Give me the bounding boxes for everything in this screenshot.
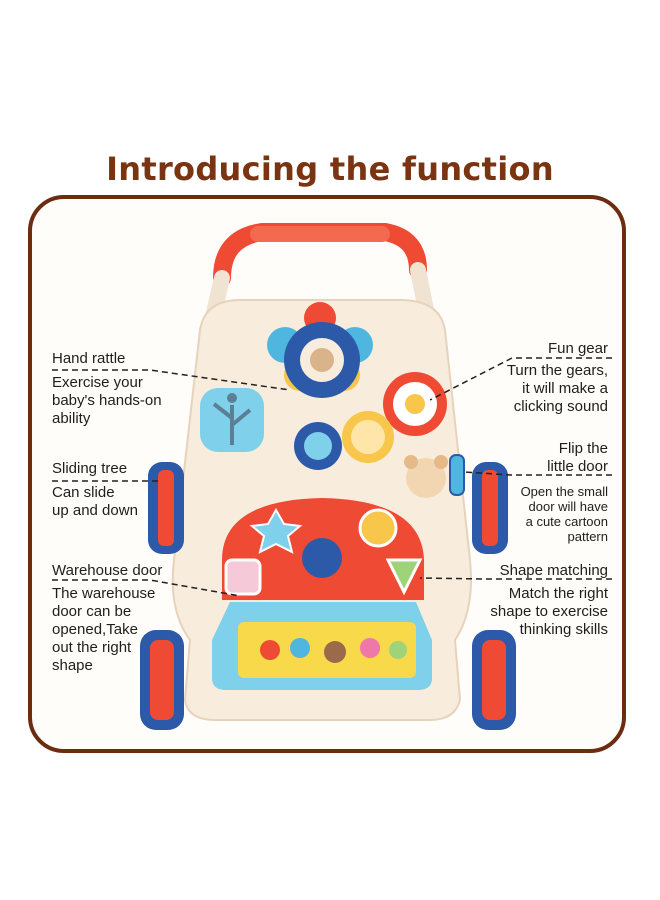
label-hand-rattle: Hand rattle bbox=[52, 350, 126, 367]
shape-sorter-toy bbox=[222, 498, 424, 600]
label-shape-matching: Shape matching bbox=[499, 562, 608, 579]
desc-sliding-tree: Can slide up and down bbox=[52, 484, 138, 519]
desc-hand-rattle: Exercise your baby's hands-on ability bbox=[52, 374, 162, 427]
desc-warehouse-door: The warehouse door can be opened,Take ou… bbox=[52, 585, 156, 674]
page-title: Introducing the function bbox=[106, 150, 554, 188]
flip-door-toy bbox=[404, 454, 465, 498]
warehouse-door-toy bbox=[212, 602, 432, 690]
hand-rattle-toy bbox=[267, 302, 373, 398]
desc-shape-matching: Match the right shape to exercise thinki… bbox=[490, 585, 608, 638]
label-sliding-tree: Sliding tree bbox=[52, 460, 128, 477]
label-warehouse-door: Warehouse door bbox=[52, 562, 163, 579]
label-flip-door: Flip the little door bbox=[547, 440, 608, 475]
walker-wheels bbox=[140, 462, 516, 730]
desc-flip-door: Open the small door will have a cute car… bbox=[520, 484, 608, 544]
fun-gear-toy bbox=[294, 372, 447, 470]
leader-lines bbox=[52, 357, 612, 597]
label-fun-gear: Fun gear bbox=[547, 340, 608, 357]
sliding-tree-toy bbox=[200, 388, 264, 452]
desc-fun-gear: Turn the gears, it will make a clicking … bbox=[506, 362, 608, 415]
